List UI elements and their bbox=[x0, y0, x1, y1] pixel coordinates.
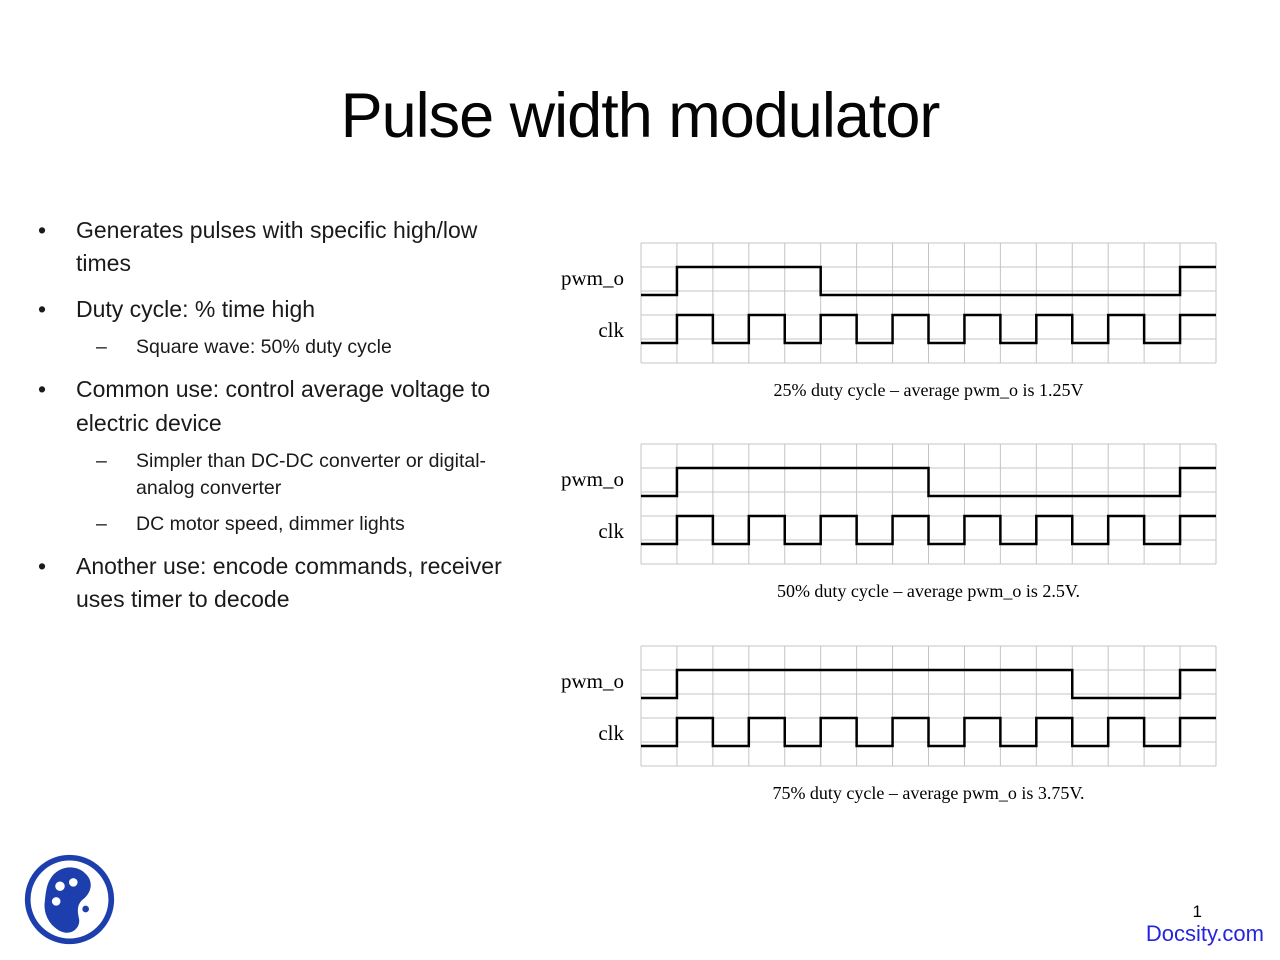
bullet-marker: • bbox=[38, 217, 47, 243]
signal-trace-clk bbox=[641, 716, 1216, 748]
bullet-text: Generates pulses with specific high/low … bbox=[76, 217, 478, 277]
waveform-plot bbox=[640, 645, 1217, 767]
bullet-marker: • bbox=[38, 295, 47, 322]
bullet-item: – Square wave: 50% duty cycle bbox=[30, 334, 535, 361]
signal-label-clk: clk bbox=[598, 519, 624, 543]
bullet-text: Duty cycle: % time high bbox=[76, 295, 316, 322]
docsity-watermark: Docsity.com bbox=[1145, 921, 1264, 946]
signal-label-clk: clk bbox=[598, 318, 624, 342]
signal-label-clk: clk bbox=[598, 721, 624, 745]
bullet-item: – DC motor speed, dimmer lights bbox=[30, 511, 535, 538]
bullet-item: • Duty cycle: % time high bbox=[30, 293, 535, 326]
bullet-list: • Generates pulses with specific high/low… bbox=[30, 214, 535, 617]
waveform-diagram-25: pwm_o clk 25% duty cycle – average pwm_o… bbox=[540, 242, 1230, 422]
bullet-marker: – bbox=[96, 512, 107, 535]
bullet-marker: – bbox=[96, 336, 107, 359]
bullet-marker: – bbox=[96, 450, 107, 473]
bullet-text: Simpler than DC-DC converter or digital-… bbox=[136, 450, 487, 500]
signal-trace-clk bbox=[641, 313, 1216, 345]
footprint-logo-icon bbox=[24, 854, 115, 945]
waveform-plot bbox=[640, 242, 1217, 364]
signal-trace-pwm_o bbox=[641, 265, 1216, 297]
waveform-diagram-50: pwm_o clk 50% duty cycle – average pwm_o… bbox=[540, 443, 1230, 623]
signal-label-pwm-o: pwm_o bbox=[561, 266, 624, 290]
bullet-marker: • bbox=[38, 552, 47, 579]
bullet-item: – Simpler than DC-DC converter or digital… bbox=[30, 448, 535, 503]
signal-trace-pwm_o bbox=[641, 668, 1216, 700]
bullet-marker: • bbox=[38, 376, 47, 403]
page-title: Pulse width modulator bbox=[340, 81, 941, 151]
bullet-text: Common use: control average voltage to e… bbox=[76, 376, 491, 436]
diagram-caption: 50% duty cycle – average pwm_o is 2.5V. bbox=[776, 581, 1081, 601]
bullet-item: • Generates pulses with specific high/low… bbox=[30, 214, 535, 281]
bullet-text: Another use: encode commands, receiver u… bbox=[76, 552, 502, 613]
waveform-diagram-75: pwm_o clk 75% duty cycle – average pwm_o… bbox=[540, 645, 1230, 825]
diagram-caption: 75% duty cycle – average pwm_o is 3.75V. bbox=[772, 783, 1085, 803]
page-number: 1 bbox=[1192, 902, 1202, 921]
waveform-plot bbox=[640, 443, 1217, 565]
bullet-text: Square wave: 50% duty cycle bbox=[136, 336, 392, 359]
signal-trace-pwm_o bbox=[641, 466, 1216, 498]
bullet-text: DC motor speed, dimmer lights bbox=[136, 512, 405, 535]
bullet-item: • Common use: control average voltage to … bbox=[30, 373, 535, 440]
signal-label-pwm-o: pwm_o bbox=[561, 669, 624, 693]
signal-trace-clk bbox=[641, 514, 1216, 546]
bullet-item: • Another use: encode commands, receiver … bbox=[30, 550, 535, 617]
diagram-caption: 25% duty cycle – average pwm_o is 1.25V bbox=[773, 380, 1084, 400]
signal-label-pwm-o: pwm_o bbox=[561, 467, 624, 491]
